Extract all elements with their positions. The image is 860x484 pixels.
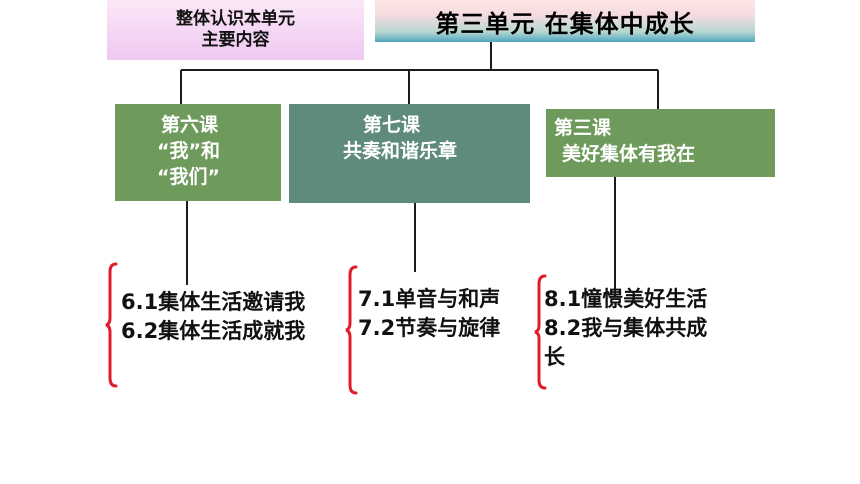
lesson-8-box: 第三课 美好集体有我在: [546, 109, 775, 177]
lesson-6-title-line2: “我们”: [157, 166, 220, 188]
subtopic-7-2: 7.2节奏与旋律: [358, 316, 501, 340]
subtopic-6-2: 6.2集体生活成就我: [121, 319, 306, 343]
lesson-6-number: 第六课: [161, 114, 219, 136]
brace-lesson-8: [534, 274, 547, 390]
lesson-6-title-line1: “我”和: [157, 140, 220, 162]
unit-overview-line1: 整体认识本单元: [176, 9, 295, 29]
subtopic-6-1: 6.1集体生活邀请我: [121, 290, 306, 314]
subtopic-8-2-wrap: 长: [544, 345, 565, 369]
subtopic-7-1: 7.1单音与和声: [358, 287, 501, 311]
unit-title-box: 第三单元 在集体中成长: [375, 0, 755, 42]
lesson-8-number: 第三课: [554, 117, 612, 139]
unit-title: 第三单元 在集体中成长: [435, 9, 695, 38]
lesson-7-subtopics: 7.1单音与和声 7.2节奏与旋律: [358, 285, 500, 343]
lesson-8-subtopics: 8.1憧憬美好生活 8.2我与集体共成 长: [544, 285, 707, 372]
lesson-7-number: 第七课: [363, 114, 421, 136]
lesson-7-title: 共奏和谐乐章: [343, 140, 458, 162]
brace-lesson-6: [105, 262, 118, 388]
unit-overview-box: 整体认识本单元 主要内容: [107, 0, 364, 60]
lesson-6-subtopics: 6.1集体生活邀请我 6.2集体生活成就我: [121, 288, 305, 346]
lesson-8-title: 美好集体有我在: [562, 143, 696, 165]
lesson-7-box: 第七课 共奏和谐乐章: [289, 104, 530, 203]
subtopic-8-2: 8.2我与集体共成: [544, 316, 708, 340]
lesson-6-box: 第六课 “我”和 “我们”: [115, 104, 281, 201]
subtopic-8-1: 8.1憧憬美好生活: [544, 287, 708, 311]
brace-lesson-7: [345, 265, 358, 395]
unit-overview-line2: 主要内容: [201, 30, 270, 50]
